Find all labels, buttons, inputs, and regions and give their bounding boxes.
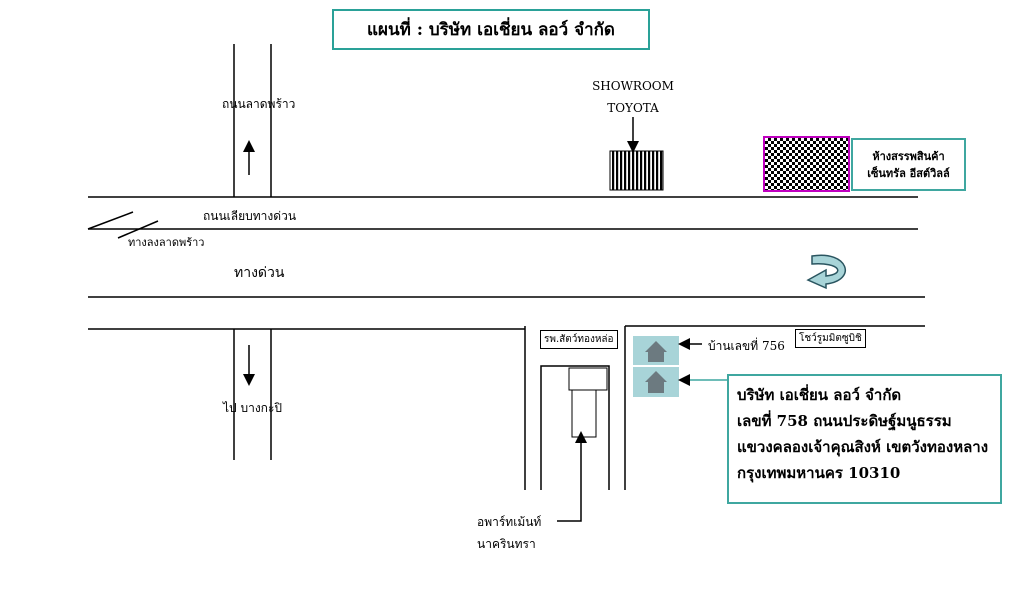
apartment-label: อพาร์ทเม้นท์ นาครินทรา (477, 511, 541, 555)
house-756-label: บ้านเลขที่ 756 (708, 339, 785, 353)
showroom-sign-label: โชว์รูมมิตซูบิชิ (795, 329, 866, 348)
exit-ramp-line-1 (87, 211, 134, 230)
apartment-label-line1: อพาร์ทเม้นท์ (477, 515, 542, 529)
showroom-label-line2: TOYOTA (607, 101, 659, 115)
apartment-outline (540, 365, 610, 490)
ladprao-road-label: ถนนลาดพร้าว (222, 97, 296, 111)
showroom-label: SHOWROOM TOYOTA (583, 75, 683, 119)
apartment-label-line2: นาครินทรา (477, 537, 536, 551)
showroom-label-line1: SHOWROOM (592, 79, 674, 93)
mall-label-line2: เซ็นทรัล อีสต์วิลล์ (867, 166, 950, 180)
expressway-label: ทางด่วน (234, 265, 285, 281)
animal-hospital-label: รพ.สัตว์ทองหล่อ (540, 330, 618, 349)
apartment-upper-block (568, 367, 608, 391)
company-info-box: บริษัท เอเชี่ยน ลอว์ จำกัด เลขที่ 758 ถน… (727, 374, 1002, 504)
central-eastville-building (763, 136, 850, 192)
apartment-lower-block (571, 389, 597, 438)
map-title: แผนที่ : บริษัท เอเชี่ยน ลอว์ จำกัด (332, 9, 650, 50)
company-address-line2: แขวงคลองเจ้าคุณสิงห์ เขตวังทองหลาง (737, 438, 989, 456)
company-name: บริษัท เอเชี่ยน ลอว์ จำกัด (737, 386, 902, 404)
ladprao-exit-label: ทางลงลาดพร้าว (128, 236, 205, 249)
exit-ramp-line-2 (117, 220, 159, 239)
company-address-line1: เลขที่ 758 ถนนประดิษฐ์มนูธรรม (737, 412, 952, 430)
frontage-road-label: ถนนเลียบทางด่วน (203, 209, 297, 223)
company-house-icon (645, 371, 667, 393)
house-756-icon (645, 341, 667, 362)
mall-label-box: ห้างสรรพสินค้า เซ็นทรัล อีสต์วิลล์ (851, 138, 966, 191)
apartment-leader-line (557, 431, 587, 522)
company-address-line3: กรุงเทพมหานคร 10310 (737, 464, 901, 482)
to-bangkapi-label: ไป บางกะปิ (223, 401, 283, 415)
u-turn-arrow (806, 254, 846, 290)
mall-label-line1: ห้างสรรพสินค้า (872, 149, 945, 163)
showroom-building (609, 150, 664, 191)
